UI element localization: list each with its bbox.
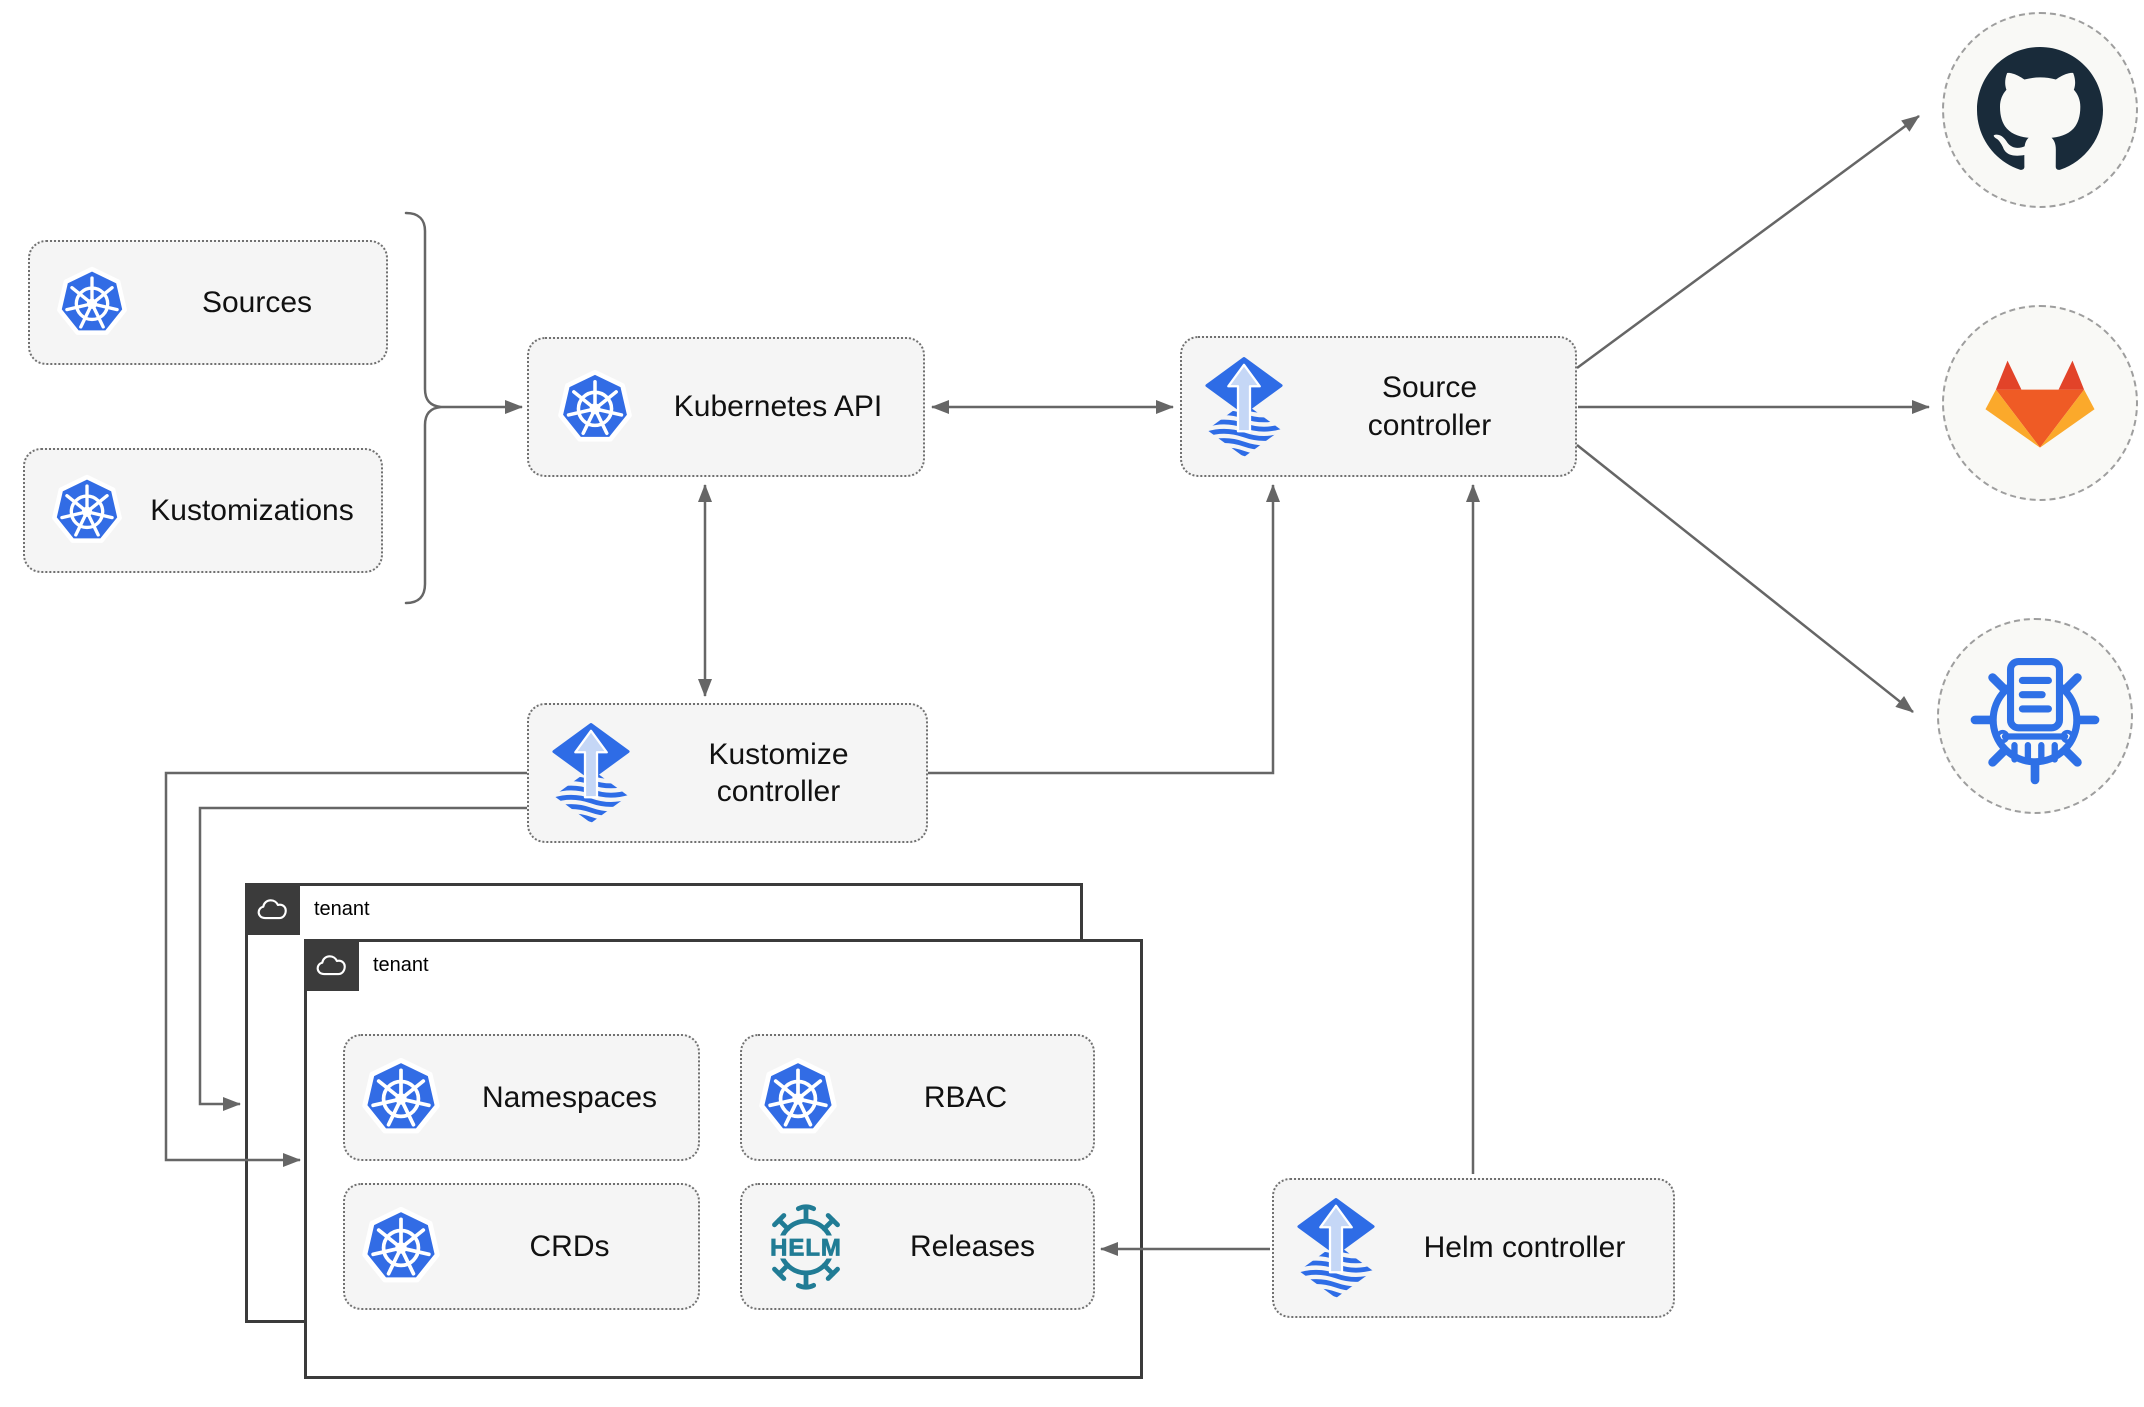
gitlab-icon	[1985, 360, 2095, 448]
kubernetes-icon	[56, 265, 128, 340]
node-label: RBAC	[923, 1080, 1008, 1114]
kubernetes-icon	[361, 1205, 441, 1288]
flux-icon	[1204, 348, 1284, 466]
node-kustomize-controller[interactable]: Kustomize controller	[527, 703, 928, 843]
kubernetes-icon	[51, 473, 123, 548]
flux-icon	[551, 714, 631, 832]
kubernetes-icon	[361, 1056, 441, 1139]
registry-icon	[1970, 657, 2100, 785]
helm-wordmark: HELM	[770, 1234, 842, 1261]
node-rbac[interactable]: RBAC	[740, 1034, 1095, 1161]
node-label: CRDs	[529, 1229, 610, 1263]
helm-icon: HELM	[761, 1203, 851, 1290]
node-crds[interactable]: CRDs	[343, 1183, 700, 1310]
cloud-icon	[256, 897, 290, 921]
node-label: Sources	[201, 285, 313, 319]
node-label: Helm controller	[1423, 1231, 1626, 1265]
node-releases[interactable]: HELM Releases	[740, 1183, 1095, 1310]
node-namespaces[interactable]: Namespaces	[343, 1034, 700, 1161]
connector-kustomize-to-source-controller	[928, 484, 1280, 775]
cloud-icon	[315, 953, 349, 977]
flux-icon	[1296, 1189, 1376, 1307]
node-label: Releases	[909, 1229, 1036, 1263]
node-helm-controller[interactable]: Helm controller	[1272, 1178, 1675, 1318]
node-kubernetes-api[interactable]: Kubernetes API	[527, 337, 925, 477]
node-label: Namespaces	[481, 1080, 658, 1114]
tenant-tab	[304, 939, 359, 991]
kubernetes-icon	[758, 1056, 838, 1139]
tenant-label: tenant	[373, 953, 429, 976]
connector-group-bracket	[404, 211, 442, 605]
connector-source-to-registry	[1576, 444, 1914, 713]
node-sources[interactable]: Sources	[28, 240, 388, 365]
node-kustomizations[interactable]: Kustomizations	[23, 448, 383, 573]
tenant-label: tenant	[314, 897, 370, 920]
tenant-tab	[245, 883, 300, 935]
kubernetes-icon	[557, 368, 633, 447]
node-label: Source controller	[1367, 371, 1492, 442]
node-source-controller[interactable]: Source controller	[1180, 336, 1577, 477]
node-label: Kustomize controller	[708, 737, 849, 809]
github-icon	[1977, 47, 2103, 170]
node-label: Kustomizations	[150, 493, 354, 527]
node-label: Kubernetes API	[673, 390, 883, 424]
endpoint-gitlab[interactable]	[1942, 305, 2138, 501]
endpoint-registry[interactable]	[1937, 618, 2133, 814]
endpoint-github[interactable]	[1942, 12, 2138, 208]
connector-source-to-github	[1576, 114, 1920, 370]
